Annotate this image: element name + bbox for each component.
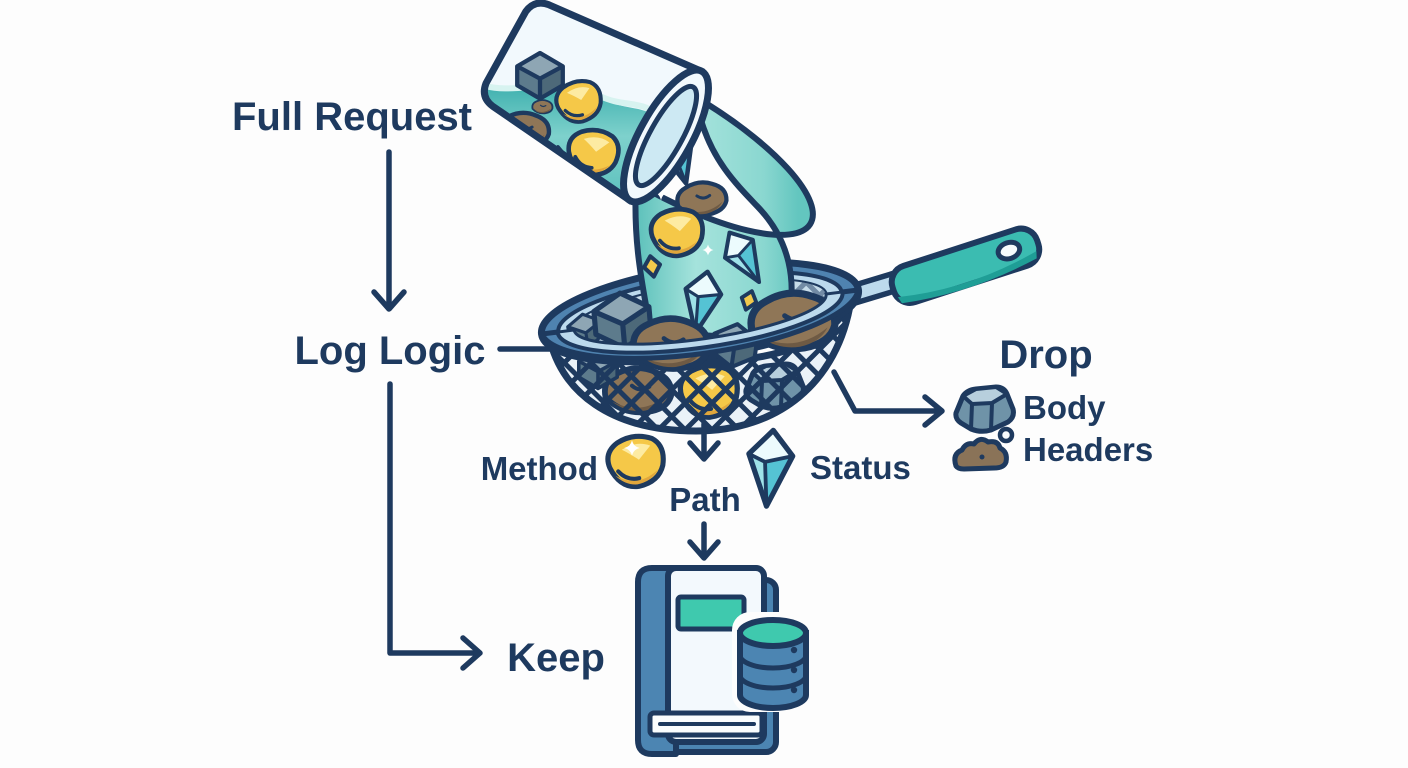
sieve-handle [842,225,1043,307]
rock-body-icon [956,387,1014,431]
beaker-mouth [620,66,712,206]
pebble-dot-icon [997,426,1015,444]
sieve-rim-front [539,287,861,361]
label-drop: Drop [999,333,1092,377]
drop-items [955,387,1014,469]
label-method: Method [481,450,598,487]
label-log-logic: Log Logic [294,329,485,373]
label-status: Status [810,449,911,486]
label-body: Body [1023,389,1106,426]
arrow-path-to-log-book [687,521,721,561]
label-keep: Keep [507,636,605,680]
rock-headers-icon [955,439,1007,469]
arrow-log-logic-to-keep [387,381,483,671]
label-full-request: Full Request [232,95,472,139]
book-label [675,594,747,632]
arrow-full-request-to-log-logic [371,149,407,312]
database-cylinder-icon [732,612,814,712]
label-path: Path [669,481,741,518]
arrow-sieve-to-drop [831,369,945,428]
method-gold-nugget-icon [606,435,665,489]
status-diamond-gem-icon [742,427,796,508]
label-headers: Headers [1023,431,1153,468]
arrow-sieve-to-path [687,421,721,462]
